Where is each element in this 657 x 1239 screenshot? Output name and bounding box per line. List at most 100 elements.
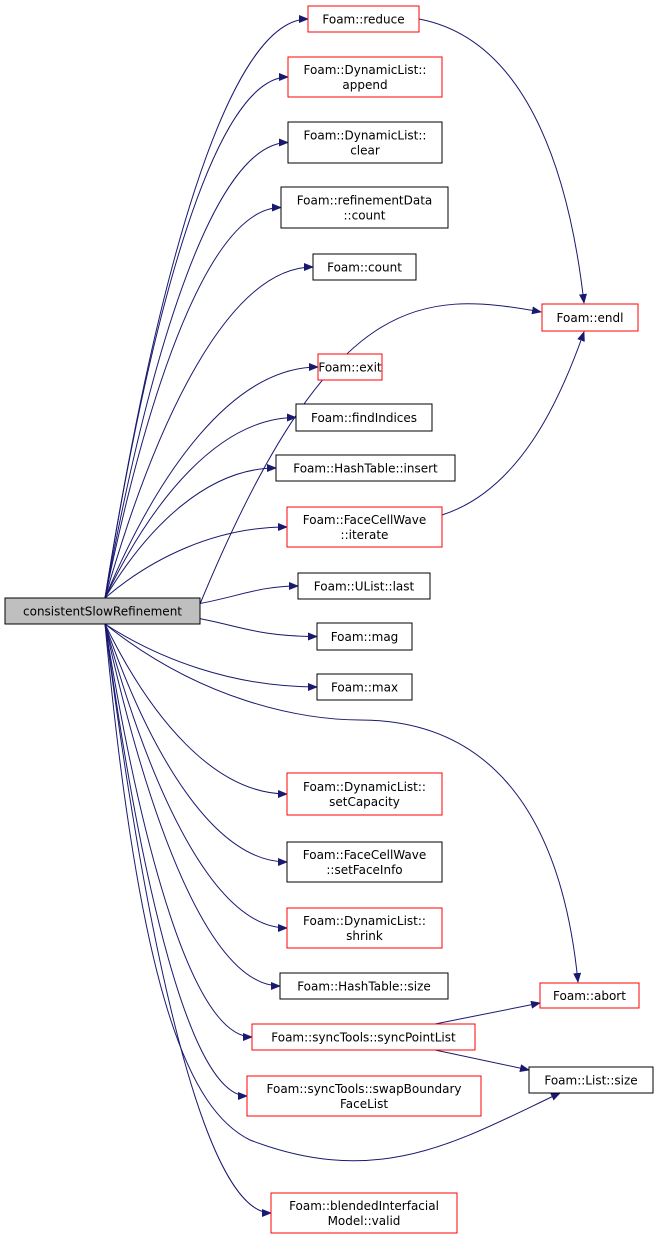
node-box (286, 772, 443, 816)
node-reduce[interactable]: Foam::reduce (307, 5, 420, 33)
node-box (295, 403, 433, 432)
edge-root-rdcount (104, 203, 282, 599)
edge-root-htsize (104, 623, 281, 990)
node-insert[interactable]: Foam::HashTable::insert (275, 454, 456, 482)
node-box (316, 673, 413, 701)
node-mag[interactable]: Foam::mag (316, 622, 413, 651)
root-node[interactable]: consistentSlowRefinement (4, 597, 201, 625)
node-rdcount[interactable]: Foam::refinementData::count (280, 186, 449, 229)
edge-root-count (104, 263, 314, 599)
edge-root-exit (104, 363, 319, 599)
node-syncPointList[interactable]: Foam::syncTools::syncPointList (251, 1023, 476, 1051)
node-box (246, 1075, 482, 1117)
node-label: setCapacity (329, 795, 400, 809)
node-label: Foam::UList::last (314, 580, 415, 594)
node-label: FaceList (340, 1097, 388, 1111)
node-label: Foam::refinementData (297, 194, 433, 208)
node-label: Foam::endl (557, 311, 624, 325)
node-label: Foam::FaceCellWave (303, 513, 426, 527)
node-label: ::iterate (341, 528, 389, 542)
node-abort[interactable]: Foam::abort (539, 982, 640, 1009)
edge-root-findIndices (104, 413, 297, 599)
node-label: ::setFaceInfo (326, 863, 402, 877)
edge-root-insert (104, 464, 277, 599)
node-box (280, 186, 449, 229)
node-label: Foam::syncTools::swapBoundary (267, 1082, 462, 1096)
edge-root-setFaceInfo (104, 623, 288, 866)
node-endl[interactable]: Foam::endl (541, 303, 639, 332)
node-label: shrink (346, 929, 383, 943)
edge-syncPointList-abort (434, 1000, 541, 1025)
node-box (286, 907, 443, 949)
node-label: Foam::HashTable::insert (293, 462, 438, 476)
node-clear[interactable]: Foam::DynamicList::clear (287, 121, 443, 164)
node-box (279, 972, 449, 1000)
node-label: Foam::DynamicList:: (304, 63, 427, 77)
node-box (317, 353, 383, 381)
node-htsize[interactable]: Foam::HashTable::size (279, 972, 449, 1000)
node-label: Foam::syncTools::syncPointList (271, 1031, 456, 1045)
node-box (287, 121, 443, 164)
node-label: Foam::FaceCellWave (303, 848, 426, 862)
node-findIndices[interactable]: Foam::findIndices (295, 403, 433, 432)
edge-root-shrink (104, 623, 288, 932)
node-label: Foam::findIndices (311, 411, 417, 425)
node-label: Foam::DynamicList:: (303, 780, 426, 794)
node-label: Foam::List::size (544, 1074, 637, 1088)
node-box (316, 622, 413, 651)
node-append[interactable]: Foam::DynamicList::append (287, 56, 443, 98)
node-label: Foam::DynamicList:: (303, 914, 426, 928)
edge-syncPointList-listsize (434, 1049, 530, 1073)
nodes: consistentSlowRefinement Foam::reduceFoam… (4, 5, 654, 1234)
edge-root-valid (104, 623, 272, 1217)
node-setCapacity[interactable]: Foam::DynamicList::setCapacity (286, 772, 443, 816)
edge-reduce-endl (418, 18, 587, 304)
node-label: Model::valid (328, 1214, 401, 1228)
edge-iterate-endl (441, 331, 585, 516)
node-listsize[interactable]: Foam::List::size (528, 1066, 654, 1094)
node-box (286, 841, 443, 883)
node-box (270, 1192, 458, 1234)
node-max[interactable]: Foam::max (316, 673, 413, 701)
node-box (251, 1023, 476, 1051)
node-label: Foam::reduce (322, 13, 404, 27)
node-label: append (342, 78, 387, 92)
edge-root-abort (104, 623, 582, 983)
node-label: Foam::blendedInterfacial (289, 1199, 439, 1213)
node-shrink[interactable]: Foam::DynamicList::shrink (286, 907, 443, 949)
node-setFaceInfo[interactable]: Foam::FaceCellWave::setFaceInfo (286, 841, 443, 883)
node-label: Foam::mag (331, 630, 399, 644)
edge-root-append (104, 73, 289, 599)
edge-root-setCapacity (104, 623, 288, 798)
node-label: Foam::exit (318, 361, 382, 375)
edge-root-reduce (104, 15, 309, 599)
node-box (287, 56, 443, 98)
node-label: consistentSlowRefinement (23, 605, 182, 619)
node-last[interactable]: Foam::UList::last (297, 572, 431, 600)
node-count[interactable]: Foam::count (312, 253, 417, 281)
node-box (539, 982, 640, 1009)
edges (104, 15, 587, 1217)
node-iterate[interactable]: Foam::FaceCellWave::iterate (286, 506, 443, 548)
node-label: ::count (344, 209, 386, 223)
node-label: clear (350, 144, 380, 158)
node-box (286, 506, 443, 548)
edge-root-last (199, 582, 299, 604)
node-label: Foam::HashTable::size (297, 980, 431, 994)
edge-root-max (104, 623, 318, 691)
node-box (297, 572, 431, 600)
node-box (307, 5, 420, 33)
node-box (312, 253, 417, 281)
edge-root-endl (199, 303, 542, 605)
edge-root-swapBoundary (104, 623, 248, 1100)
node-box (528, 1066, 654, 1094)
edge-root-listsize (104, 623, 561, 1162)
edge-root-clear (104, 138, 289, 599)
node-label: Foam::DynamicList:: (304, 129, 427, 143)
edge-root-iterate (104, 523, 288, 599)
edge-root-mag (199, 618, 318, 641)
node-exit[interactable]: Foam::exit (317, 353, 383, 381)
